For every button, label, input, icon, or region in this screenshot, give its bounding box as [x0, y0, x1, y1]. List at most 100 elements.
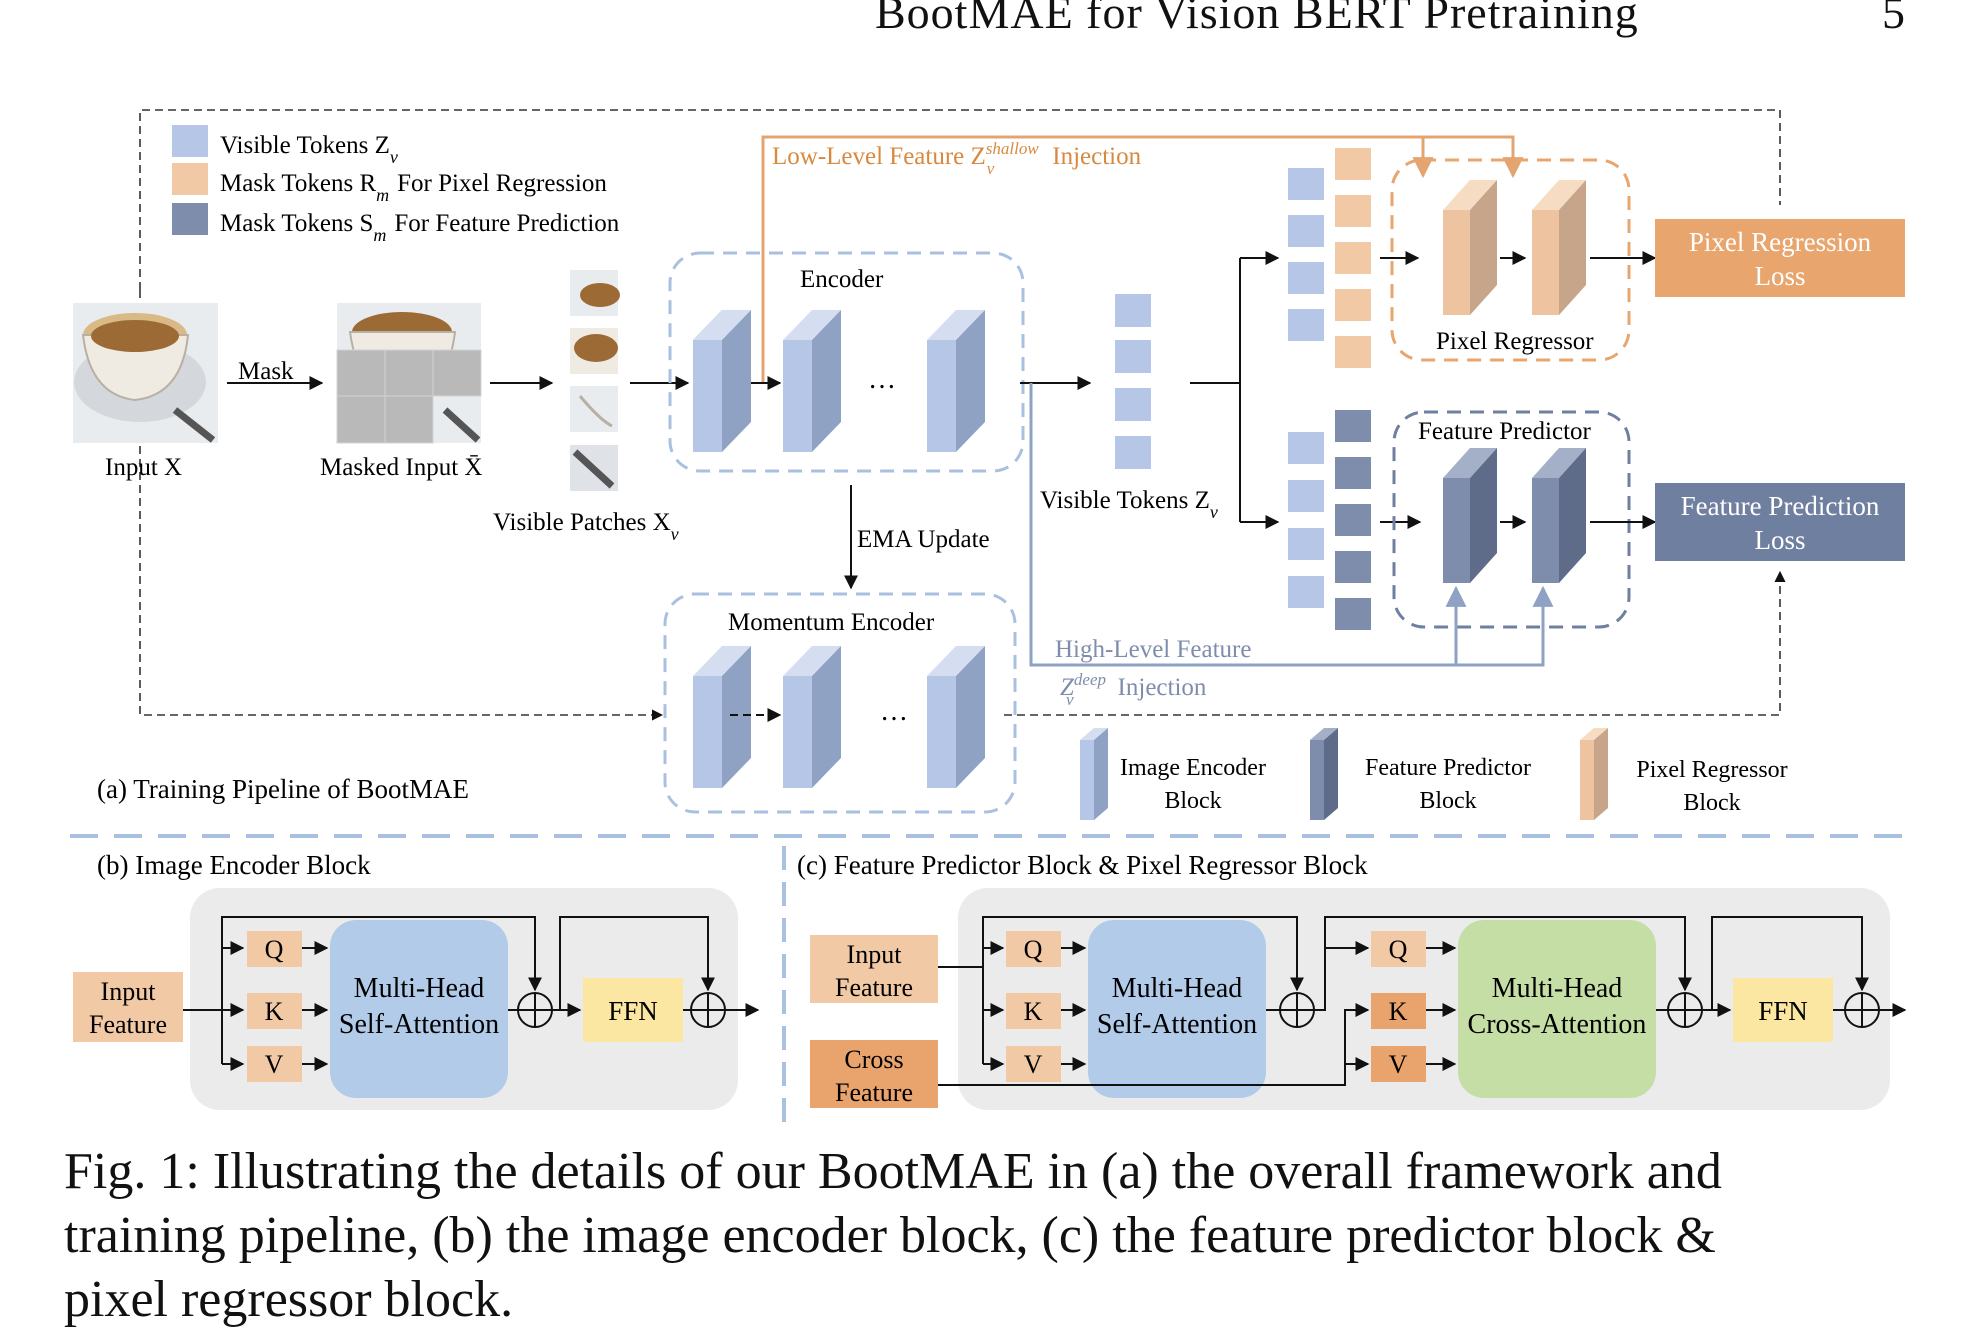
high-level-injection [1029, 383, 1554, 667]
pixel-branch-tokens [1288, 148, 1371, 368]
c-v1-box [1006, 1046, 1061, 1082]
c-k1-box [1006, 993, 1061, 1029]
c-input-feature [810, 935, 938, 1003]
b-k-box [247, 993, 302, 1029]
c-q2-text: Q [1389, 935, 1408, 964]
legend-pixel-block-2: Block [1683, 790, 1740, 816]
c-k2-box [1371, 993, 1426, 1029]
c-q1-box [1006, 931, 1061, 967]
momentum-encoder-label: Momentum Encoder [728, 609, 935, 636]
b-attn-text-1: Multi-Head [354, 973, 485, 1004]
b-ffn-text: FFN [608, 996, 658, 1026]
b-k-text: K [265, 997, 284, 1026]
b-residual-add-1 [517, 992, 553, 1028]
masked-input-image [336, 303, 482, 444]
legend-feature-block-1: Feature Predictor [1365, 755, 1531, 781]
feature-predictor-group [1392, 410, 1631, 629]
running-head: BootMAE for Vision BERT Pretraining [875, 0, 1639, 38]
panel-b-caption: (b) Image Encoder Block [97, 850, 371, 880]
momentum-block-2 [783, 646, 841, 788]
encoder-ellipsis: … [868, 364, 896, 395]
c-input-text-1: Input [847, 940, 903, 969]
c-self-attn-text-1: Multi-Head [1112, 973, 1243, 1004]
b-v-box [247, 1046, 302, 1082]
momentum-ellipsis: … [880, 696, 908, 727]
c-input-text-2: Feature [835, 973, 913, 1002]
b-attn-text-2: Self-Attention [339, 1009, 499, 1040]
feature-predictor-block-2 [1532, 448, 1586, 583]
feature-predictor-label: Feature Predictor [1418, 418, 1592, 445]
legend-feature-block-2: Block [1419, 788, 1476, 814]
c-q2-box [1371, 931, 1426, 967]
c-residual-add-2 [1667, 992, 1703, 1028]
encoder-group [668, 251, 1025, 473]
encoder-block-2 [783, 310, 841, 452]
c-k1-text: K [1024, 997, 1043, 1026]
b-input-text-1: Input [101, 977, 157, 1006]
c-cross-feature [810, 1040, 938, 1108]
encoder-block-3 [927, 310, 985, 452]
caption-line-2: training pipeline, (b) the image encoder… [64, 1207, 1716, 1264]
legend-encoder-block-2: Block [1164, 788, 1221, 814]
pixel-regressor-block-2 [1532, 180, 1586, 315]
visible-tokens-label: Visible Tokens Zv [1040, 487, 1218, 522]
legend-visible-tokens: Visible Tokens Zv [220, 132, 398, 167]
pixel-loss-text-1: Pixel Regression [1689, 227, 1872, 257]
input-to-momentum-path [139, 290, 664, 721]
figure-caption: Fig. 1: Illustrating the details of our … [64, 1140, 1914, 1332]
encoder-label: Encoder [800, 266, 884, 293]
b-q-text: Q [265, 935, 284, 964]
c-cross-text-2: Feature [835, 1078, 913, 1107]
momentum-to-feature-loss-path [1004, 570, 1786, 716]
visible-patches [570, 270, 620, 491]
feature-loss-text-2: Loss [1754, 525, 1805, 555]
visible-tokens-column [1115, 294, 1151, 469]
c-v2-text: V [1389, 1050, 1408, 1079]
caption-line-1: Fig. 1: Illustrating the details of our … [64, 1143, 1722, 1200]
c-k2-text: K [1389, 997, 1408, 1026]
c-ffn-text: FFN [1758, 996, 1808, 1026]
feature-branch-tokens [1288, 410, 1371, 630]
input-image [73, 303, 218, 443]
block-legend: Image Encoder Block Feature Predictor Bl… [1080, 728, 1788, 820]
c-cross-attn-text-2: Cross-Attention [1468, 1009, 1647, 1040]
b-input-text-2: Feature [89, 1010, 167, 1039]
feature-prediction-loss [1655, 483, 1905, 561]
c-residual-add-3 [1844, 992, 1880, 1028]
masked-input-label: Masked Input X̄ [320, 454, 482, 481]
visible-patches-label: Visible Patches Xv [493, 509, 679, 544]
feature-mask-swatch [172, 203, 208, 235]
b-input-feature [73, 972, 183, 1042]
c-cross-attention [1458, 920, 1656, 1098]
pixel-mask-swatch [172, 163, 208, 195]
feature-predictor-block-1 [1443, 448, 1497, 583]
legend-encoder-block-1: Image Encoder [1120, 755, 1266, 781]
c-residual-add-1 [1279, 992, 1315, 1028]
c-cross-attn-text-1: Multi-Head [1492, 973, 1623, 1004]
pixel-loss-text-2: Loss [1754, 261, 1805, 291]
feature-loss-text-1: Feature Prediction [1681, 491, 1880, 521]
page-number: 5 [1882, 0, 1905, 38]
c-self-attn-text-2: Self-Attention [1097, 1009, 1257, 1040]
b-ffn [583, 978, 683, 1042]
momentum-encoder-group [663, 592, 1017, 814]
legend-pixel-block-1: Pixel Regressor [1636, 757, 1787, 783]
c-v1-text: V [1024, 1050, 1043, 1079]
b-q-box [247, 931, 302, 967]
caption-line-3: pixel regressor block. [64, 1271, 514, 1328]
encoder-block-1 [693, 310, 751, 452]
c-ffn [1733, 978, 1833, 1042]
high-level-feature-label: High-Level Feature [1055, 636, 1251, 663]
ema-label: EMA Update [857, 526, 990, 553]
b-residual-add-2 [690, 992, 726, 1028]
c-q1-text: Q [1024, 935, 1043, 964]
b-v-text: V [265, 1050, 284, 1079]
pixel-regressor-block-1 [1443, 180, 1497, 315]
c-v2-box [1371, 1046, 1426, 1082]
momentum-block-1 [693, 646, 751, 788]
